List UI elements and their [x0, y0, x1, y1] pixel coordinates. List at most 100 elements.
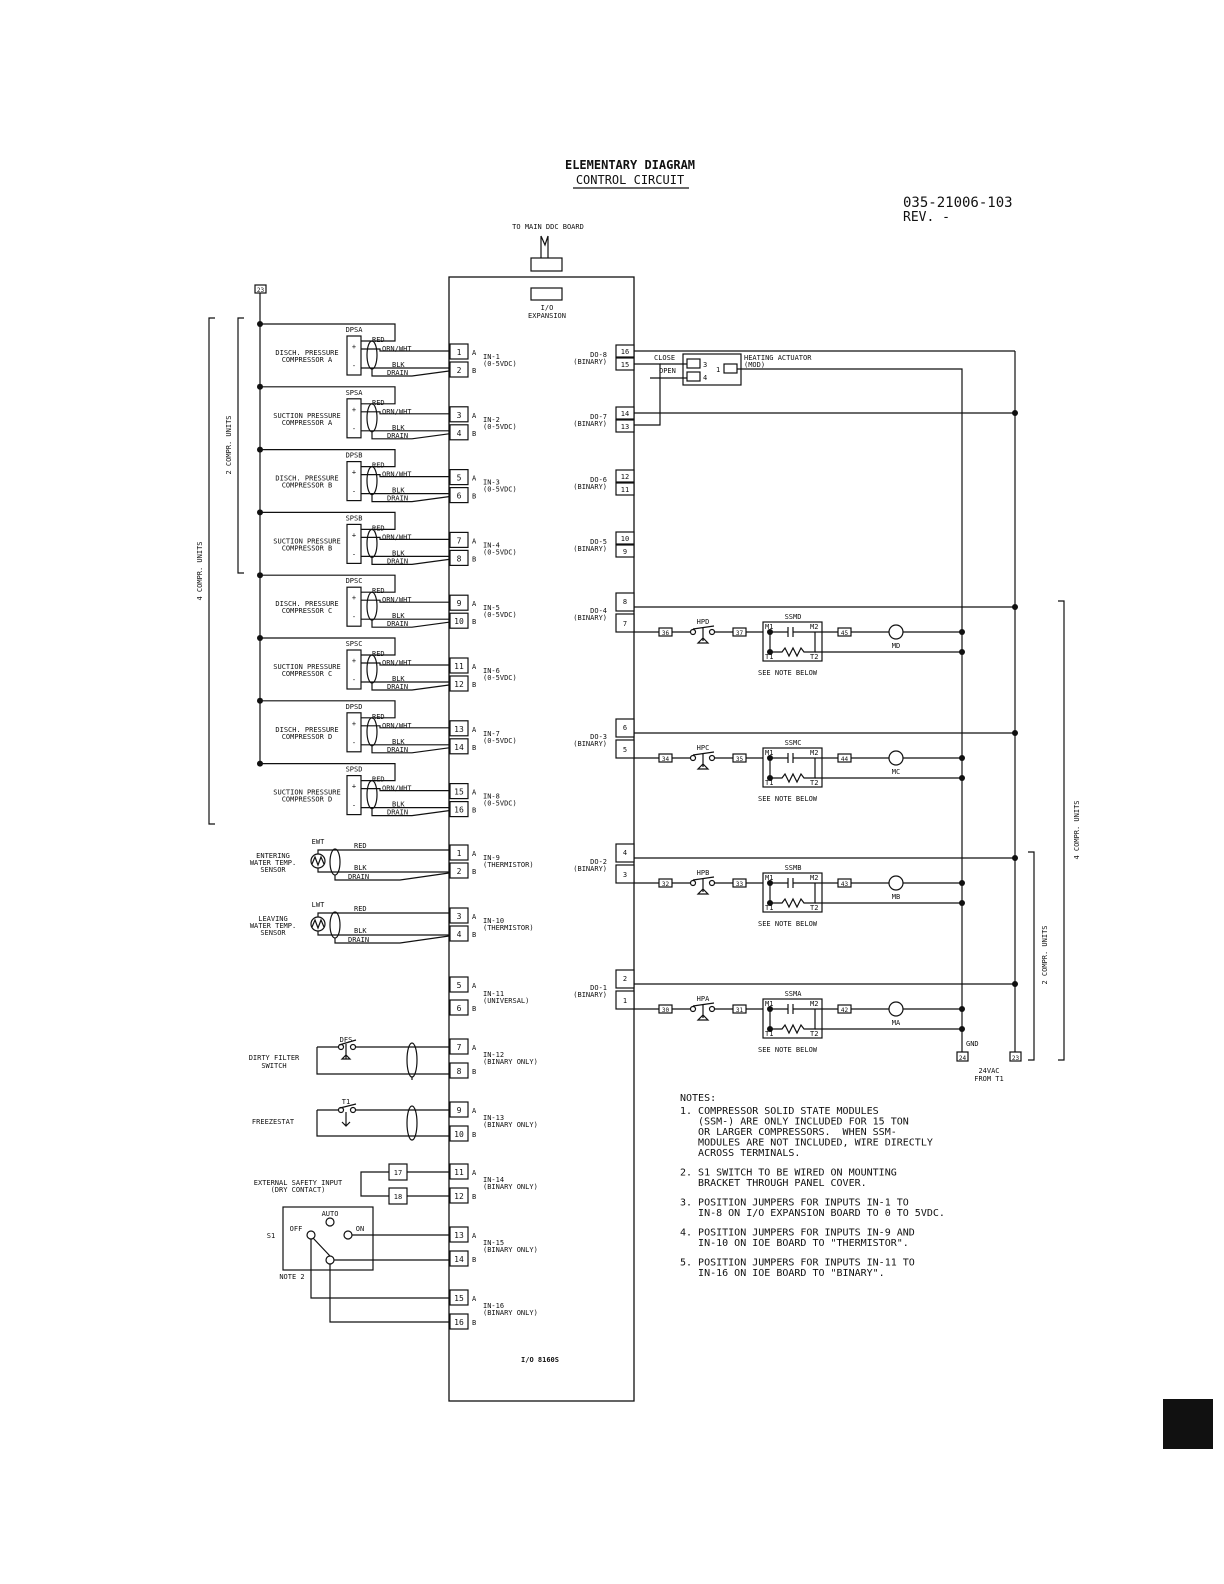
terminal-box: [449, 487, 469, 504]
terminal-box: [449, 999, 469, 1016]
input-name: IN-10: [483, 917, 504, 925]
input-range: (BINARY ONLY): [483, 1058, 538, 1066]
output-terminal-number: 8: [623, 598, 627, 606]
terminal-number: 9: [457, 599, 462, 608]
terminal-box: [449, 612, 469, 629]
ssm-pin: M2: [810, 749, 818, 757]
output-terminal-number: 14: [621, 410, 629, 418]
bracket-4-compr-right: [1058, 600, 1065, 1061]
junction-dot: [257, 509, 263, 516]
input-name: IN-7: [483, 730, 500, 738]
junction-dot: [1012, 410, 1018, 416]
pressure-switch-tag: HPD: [697, 618, 710, 626]
hp-contact: [708, 879, 716, 887]
terminal-18-label: 18: [394, 1193, 402, 1201]
terminal-box: [449, 675, 469, 692]
thermistor-symbol: [311, 855, 325, 867]
see-note-label: SEE NOTE BELOW: [758, 795, 818, 803]
note-line: IN-16 ON IOE BOARD TO "BINARY".: [680, 1268, 885, 1279]
note-line: BRACKET THROUGH PANEL COVER.: [680, 1178, 867, 1189]
output-terminal-box: [615, 544, 635, 558]
wire-label-red: RED: [372, 336, 385, 344]
note-line: 5. POSITION JUMPERS FOR INPUTS IN-11 TO: [680, 1258, 915, 1269]
terminal-number: 13: [454, 725, 464, 734]
main-ddc-label: TO MAIN DDC BOARD: [512, 223, 584, 231]
output-terminal-number: 16: [621, 348, 629, 356]
s1-wiring: [310, 1234, 449, 1323]
output-terminal-number: 3: [623, 871, 627, 879]
output-terminal-box: [615, 864, 635, 884]
actuator-name-2: (MOD): [744, 361, 765, 369]
sensor-name-1: LEAVING: [258, 915, 288, 923]
wire-label-orn: ORN/WHT: [382, 659, 412, 667]
actuator-term-3: [686, 358, 701, 369]
wire-tag-box: [658, 1004, 673, 1014]
see-note-label: SEE NOTE BELOW: [758, 669, 818, 677]
terminal-box: [449, 424, 469, 441]
actuator-name-1: HEATING ACTUATOR: [744, 354, 812, 362]
minus-sign: -: [352, 362, 356, 370]
output-terminal-number: 15: [621, 361, 629, 369]
terminal-number: 5: [457, 981, 462, 990]
drain-wire: [334, 935, 450, 944]
drain-wire: [371, 369, 450, 377]
wire-label-blk: BLK: [392, 361, 405, 369]
ssm-pin: M1: [765, 623, 773, 631]
diagram-subtitle: CONTROL CIRCUIT: [576, 173, 684, 187]
output-terminal-number: 5: [623, 746, 627, 754]
wire-label-red: RED: [372, 713, 385, 721]
gnd-label: GND: [966, 1040, 979, 1048]
junction-dot: [257, 383, 263, 390]
ssm-pin: M2: [810, 623, 818, 631]
sensor-tag: SPSA: [346, 389, 364, 397]
wire-label-blk: BLK: [354, 864, 367, 872]
expansion-label-1: I/O: [541, 304, 554, 312]
output-terminal-number: 11: [621, 486, 629, 494]
junction-dot: [959, 755, 965, 761]
s1-common-contact: [325, 1255, 335, 1265]
ssm-pin: M1: [765, 749, 773, 757]
s1-auto-contact: [325, 1217, 335, 1227]
supply-wire: [260, 637, 396, 656]
junction-dot: [257, 760, 263, 767]
plus-sign: +: [352, 783, 356, 791]
wire-label-orn: ORN/WHT: [382, 533, 412, 541]
wire-label-orn: ORN/WHT: [382, 345, 412, 353]
junction-dot: [257, 697, 263, 704]
terminal-number: 12: [454, 1192, 464, 1201]
hp-contact: [708, 754, 716, 762]
cable-shield: [366, 779, 378, 810]
input-name: IN-8: [483, 793, 500, 801]
ssm-pin: T2: [810, 779, 818, 787]
input-name: IN-6: [483, 667, 500, 675]
output-terminal-box: [615, 469, 635, 483]
input-range: (0-5VDC): [483, 800, 517, 808]
terminal-box: [449, 361, 469, 378]
drain-wire: [334, 872, 450, 881]
notes-block: NOTES: 1. COMPRESSOR SOLID STATE MODULES…: [680, 1093, 945, 1279]
ssm-tag: SSMA: [785, 990, 803, 998]
terminal-box: [449, 1313, 469, 1330]
output-name: DO-6: [590, 476, 607, 484]
terminal-number: 14: [454, 743, 464, 752]
bracket-2-compr-left: [237, 317, 244, 574]
sensor-tag: SPSD: [346, 766, 363, 774]
junction-dot: [257, 635, 263, 641]
wire-label-drain: DRAIN: [348, 873, 369, 881]
terminal-box: [449, 844, 469, 861]
input-range: (0-5VDC): [483, 486, 517, 494]
terminal-pin-a: A: [472, 1044, 477, 1052]
input-name: IN-9: [483, 854, 500, 862]
output-name: DO-2: [590, 858, 607, 866]
s1-off-label: OFF: [290, 1225, 303, 1233]
pressure-switch-tag: HPC: [697, 744, 710, 752]
cable-shield: [366, 591, 378, 621]
sensor-location: COMPRESSOR D: [282, 796, 333, 804]
note-line: 1. COMPRESSOR SOLID STATE MODULES: [680, 1106, 879, 1117]
